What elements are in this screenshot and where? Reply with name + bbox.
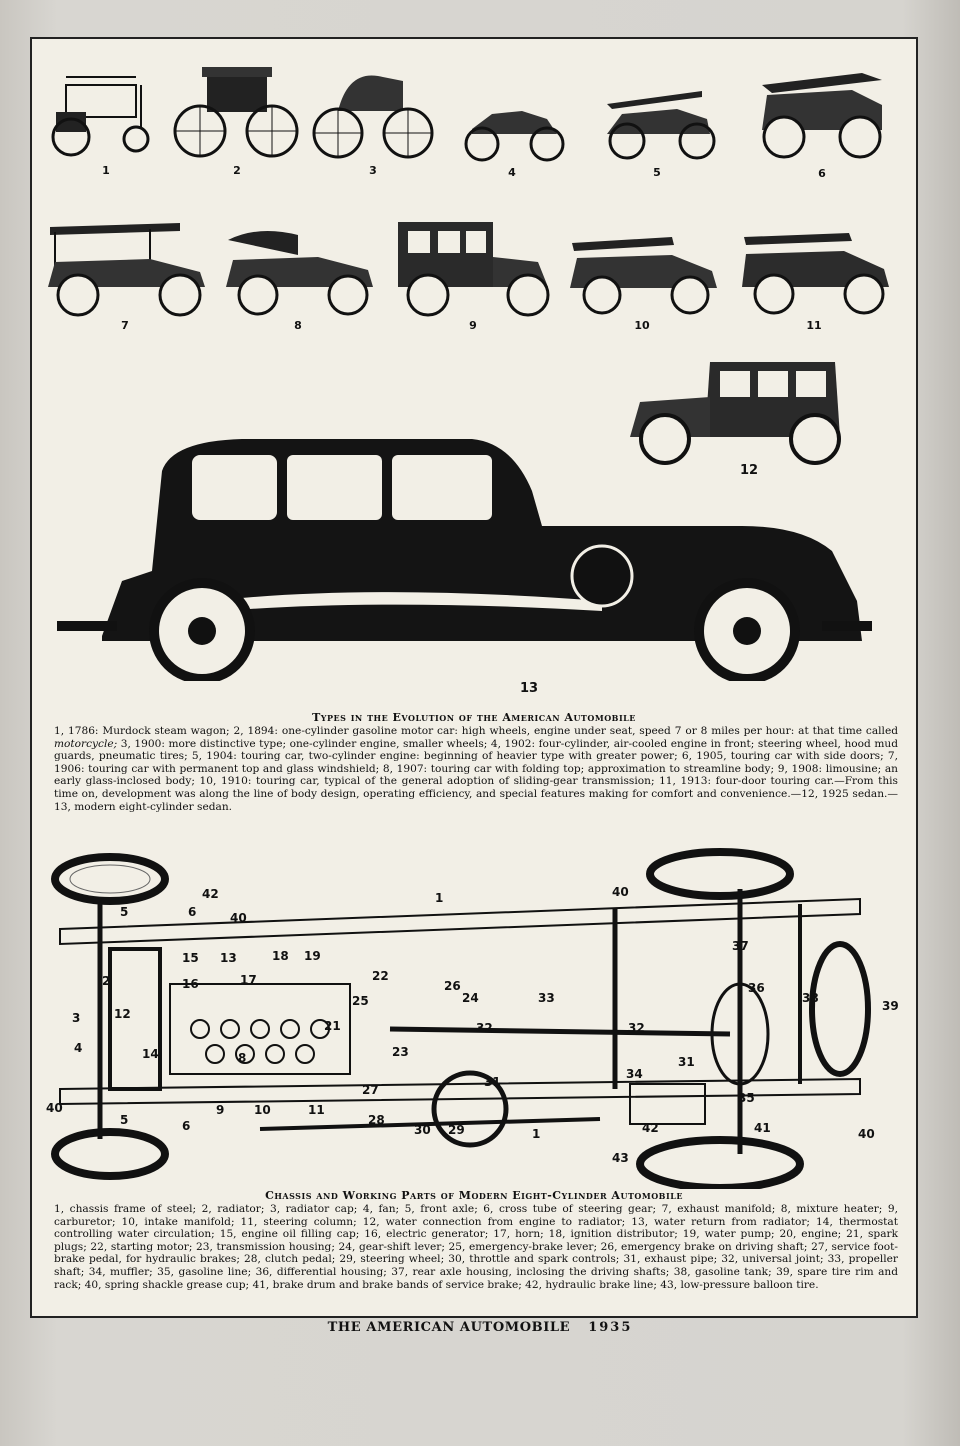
car-illustration-8: 8: [218, 225, 378, 332]
chassis-label: 30: [414, 1123, 431, 1137]
evolution-title: Types in the Evolution of the American A…: [312, 711, 636, 724]
car-illustration-4: 4: [452, 89, 572, 179]
chassis-label: 33: [538, 991, 555, 1005]
chassis-label: 21: [324, 1019, 341, 1033]
chassis-label: 37: [732, 939, 749, 953]
chassis-label: 32: [628, 1021, 645, 1035]
car-number: 4: [508, 166, 516, 179]
car-number: 6: [818, 167, 826, 180]
chassis-diagram: [40, 839, 910, 1189]
car-number: 1: [102, 164, 110, 177]
car-illustration-5: 5: [592, 79, 722, 179]
car-illustration-3: 3: [308, 61, 438, 177]
footer-title: THE AMERICAN AUTOMOBILE: [327, 1320, 571, 1335]
chassis-label: 27: [362, 1083, 379, 1097]
page-footer: THE AMERICAN AUTOMOBILE 1935: [0, 1320, 960, 1335]
chassis-label: 14: [142, 1047, 159, 1061]
chassis-label: 22: [372, 969, 389, 983]
chassis-label: 25: [352, 994, 369, 1008]
car-illustration-7: 7: [40, 217, 210, 332]
chassis-label: 13: [220, 951, 237, 965]
car-illustration-12: 12: [610, 357, 850, 478]
car-illustration-1: 1: [46, 67, 166, 177]
chassis-label: 3: [72, 1011, 81, 1025]
chassis-label: 29: [448, 1123, 465, 1137]
chassis-label: 6: [188, 905, 197, 919]
chassis-label: 34: [626, 1067, 643, 1081]
chassis-label: 6: [182, 1119, 191, 1133]
car-number: 12: [740, 463, 759, 478]
chassis-label: 39: [882, 999, 899, 1013]
page-frame: 1 2 3: [30, 37, 918, 1318]
car-number: 8: [294, 319, 302, 332]
chassis-label: 18: [272, 949, 289, 963]
chassis-label: 42: [202, 887, 219, 901]
chassis-label: 26: [444, 979, 461, 993]
chassis-label: 5: [120, 905, 129, 919]
chassis-label: 16: [182, 977, 199, 991]
car-illustration-10: 10: [562, 233, 722, 332]
chassis-label: 10: [254, 1103, 271, 1117]
chassis-label: 38: [802, 991, 819, 1005]
chassis-label: 5: [120, 1113, 129, 1127]
chassis-label: 2: [102, 974, 111, 988]
chassis-label: 12: [114, 1007, 131, 1021]
chassis-label: 40: [612, 885, 629, 899]
chassis-label: 43: [612, 1151, 629, 1165]
chassis-label: 32: [476, 1021, 493, 1035]
car-number: 5: [653, 166, 661, 179]
chassis-label: 11: [308, 1103, 325, 1117]
chassis-label: 4: [74, 1041, 83, 1055]
chassis-label: 28: [368, 1113, 385, 1127]
chassis-label: 8: [238, 1051, 247, 1065]
chassis-label: 24: [462, 991, 479, 1005]
chassis-label: 36: [748, 981, 765, 995]
chassis-label: 1: [532, 1127, 541, 1141]
chassis-label: 17: [240, 973, 257, 987]
car-number: 13: [520, 681, 539, 696]
chassis-label: 40: [46, 1101, 63, 1115]
car-number: 9: [469, 319, 477, 332]
chassis-label: 31: [678, 1055, 695, 1069]
car-illustration-6: 6: [752, 65, 892, 180]
car-illustration-2: 2: [172, 59, 302, 177]
chassis-label: 15: [182, 951, 199, 965]
car-number: 11: [806, 319, 822, 332]
chassis-label: 31: [484, 1075, 501, 1089]
caption-text: 3, 1900: more distinctive type; one-cyli…: [54, 737, 898, 813]
chassis-label: 40: [230, 911, 247, 925]
car-number: 2: [233, 164, 241, 177]
chassis-label: 1: [435, 891, 444, 905]
chassis-label: 23: [392, 1045, 409, 1059]
chassis-label: 41: [754, 1121, 771, 1135]
car-illustration-11: 11: [734, 229, 894, 332]
car-number: 10: [634, 319, 650, 332]
chassis-label: 19: [304, 949, 321, 963]
chassis-caption: 1, chassis frame of steel; 2, radiator; …: [54, 1203, 898, 1291]
chassis-label: 40: [858, 1127, 875, 1141]
evolution-caption: 1, 1786: Murdock steam wagon; 2, 1894: o…: [54, 725, 898, 813]
chassis-title: Chassis and Working Parts of Modern Eigh…: [265, 1189, 683, 1202]
chassis-label: 35: [738, 1091, 755, 1105]
car-number: 3: [369, 164, 377, 177]
car-illustration-9: 9: [388, 217, 558, 332]
caption-text: 1, 1786: Murdock steam wagon; 2, 1894: o…: [54, 725, 898, 737]
caption-italic-text: motorcycle;: [54, 737, 118, 750]
chassis-label: 9: [216, 1103, 225, 1117]
footer-year: 1935: [588, 1320, 633, 1335]
chassis-label: 42: [642, 1121, 659, 1135]
car-illustration-13: 13: [42, 431, 872, 696]
car-number: 7: [121, 319, 129, 332]
